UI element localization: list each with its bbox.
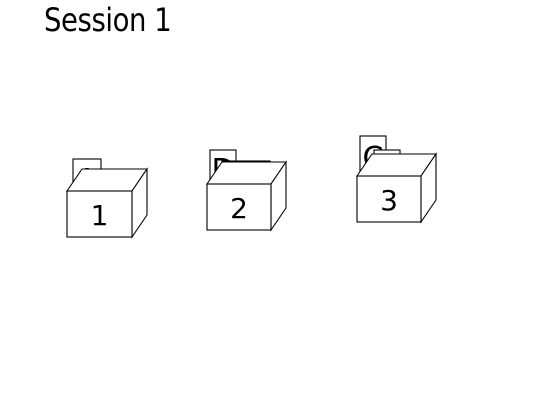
box-1-front: [66, 190, 133, 238]
box-3: C H . 3: [355, 135, 438, 224]
box-2: D E 2: [205, 149, 288, 232]
box-3-number: 3: [380, 184, 398, 217]
box-2-front: [206, 183, 272, 231]
box-1: A B 1: [65, 158, 149, 239]
box-1-number: 1: [91, 199, 109, 232]
box-3-front: [356, 175, 422, 223]
box-2-number: 2: [230, 192, 248, 225]
session-title: Session 1: [44, 1, 172, 39]
